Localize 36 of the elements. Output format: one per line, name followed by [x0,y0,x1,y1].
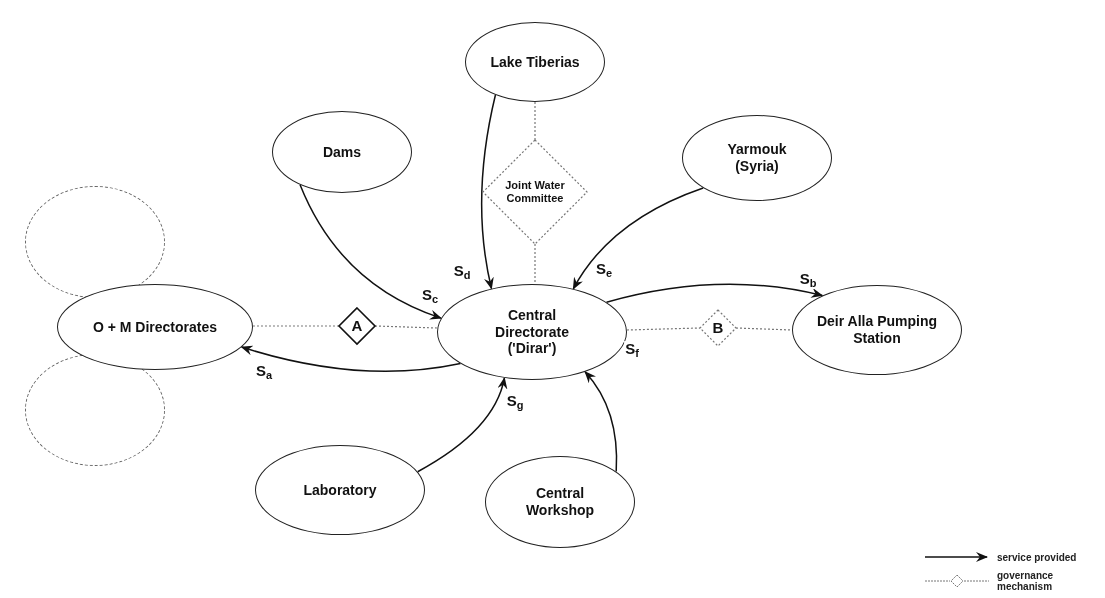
edge-label: S$_{b}$ [798,271,818,289]
legend-label: service provided [997,551,1078,563]
dotted-line [252,325,340,327]
node-label: Yarmouk (Syria) [726,141,788,175]
node-label: A [350,317,364,335]
node-label: Dams [321,143,363,161]
arrow [572,187,704,290]
edge-label: S$_{d}$ [452,263,472,281]
edge-label: S$_{a}$ [254,363,274,381]
node-label: Laboratory [302,481,378,499]
node-label: O + M Directorates [91,318,219,336]
node-label: Joint Water Committee [504,178,566,206]
legend-label: governance mechanism [997,570,1055,592]
dotted-line [374,325,438,329]
node-label: Central Directorate ('Dirar') [494,306,570,358]
edge-label: S$_{g}$ [505,393,525,411]
arrow [584,371,618,473]
arrow [240,345,462,372]
node-label: Deir Alla Pumping Station [815,313,939,347]
diamond-node [700,310,736,346]
edge-label: S$_{e}$ [594,261,614,279]
arrow [416,376,507,473]
dotted-line [534,101,536,141]
arrow [605,283,824,303]
arrow [299,184,442,320]
node-label: Lake Tiberias [489,53,581,71]
edge-label: S$_{c}$ [420,287,440,305]
dotted-line [735,327,793,331]
diamond-node [339,308,375,344]
diamond-node [483,140,587,244]
arrow [480,94,497,290]
dotted-line [534,243,536,285]
node-label: Central Workshop [524,485,596,519]
edge-label: S$_{f}$ [624,341,640,359]
node-label: B [711,319,725,337]
dotted-line [626,327,701,331]
